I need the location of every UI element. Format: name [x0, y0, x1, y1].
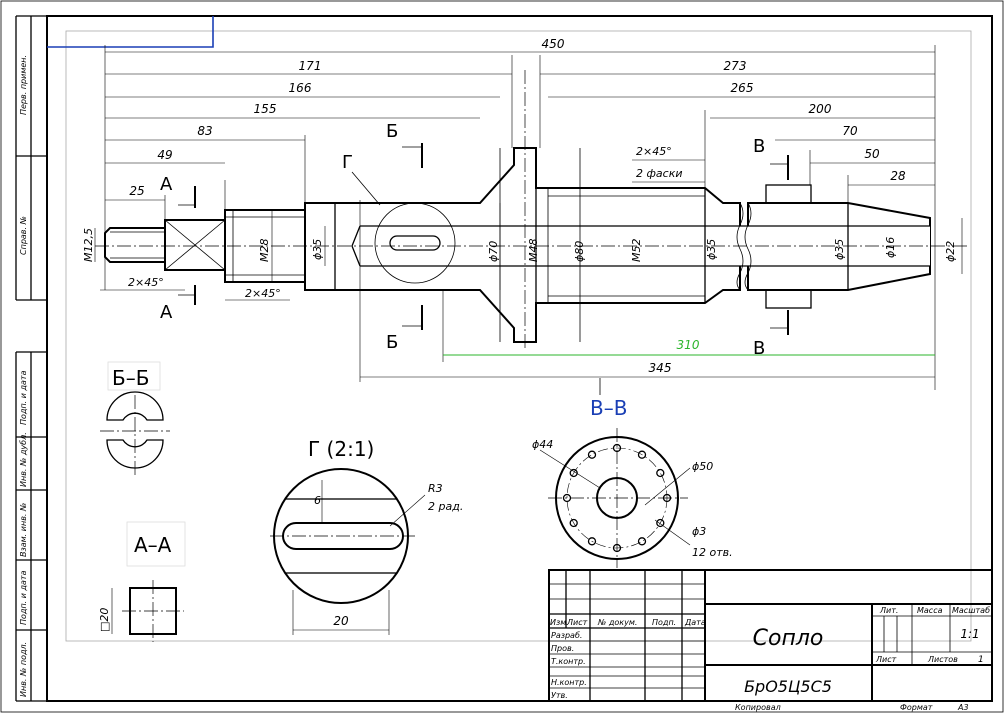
dim-phi35a: ϕ35	[311, 239, 324, 260]
detail-g-title: Г (2:1)	[308, 437, 374, 461]
dim-49: 49	[157, 148, 172, 162]
side-label-podp2: Подп. и дата	[19, 570, 28, 625]
section-aa-title: А–А	[134, 533, 172, 557]
dim-phi16: ϕ16	[884, 237, 897, 258]
mass-label: Масса	[917, 606, 943, 615]
title-block: Изм. Лист № докум. Подп. Дата Разраб. Пр…	[548, 569, 993, 712]
dim-50: 50	[864, 147, 880, 161]
format-value: А3	[957, 703, 969, 712]
chamfer-left: 2×45°	[128, 276, 164, 289]
row-razrab: Разраб.	[551, 631, 582, 640]
mark-v-top: В	[753, 136, 765, 157]
mark-b-top: Б	[386, 121, 398, 142]
dim-phi35c: ϕ35	[833, 239, 846, 260]
chamfer-right-count: 2 фаски	[636, 167, 682, 180]
mark-b-bottom: Б	[386, 332, 398, 353]
part-name: Сопло	[753, 626, 824, 651]
dimensions: 450 171 273 166 265 155 200 83 70 49 50 …	[82, 37, 963, 390]
side-label-vzam: Взам. инв. №	[19, 503, 28, 557]
row-tkontr: Т.контр.	[551, 657, 586, 666]
row-utv: Утв.	[551, 691, 568, 700]
dim-m28: M28	[258, 239, 271, 263]
side-label-inv-podl: Инв. № подл.	[19, 642, 28, 697]
dim-171: 171	[299, 59, 322, 73]
section-vv: В–В ϕ44 ϕ50 ϕ3 12 отв.	[532, 378, 733, 568]
mark-v-bottom: В	[753, 338, 765, 359]
dim-310: 310	[677, 338, 700, 352]
col-date: Дата	[684, 618, 706, 627]
lit-label: Лит.	[879, 606, 898, 615]
row-prov: Пров.	[551, 644, 574, 653]
section-bb: Б–Б	[100, 361, 170, 475]
dim-83: 83	[197, 124, 212, 138]
dim-phi80: ϕ80	[573, 241, 586, 262]
side-label-inv-dubl: Инв. № дубл.	[19, 432, 28, 487]
scale-label: Масштаб	[952, 606, 990, 615]
section-vv-title: В–В	[590, 396, 627, 420]
mark-g: Г	[342, 152, 353, 173]
col-izm: Изм.	[550, 618, 569, 627]
detail-g-six: 6	[314, 494, 321, 507]
detail-g: Г (2:1) 6 R3 2 рад. 20	[270, 437, 463, 635]
col-list: Лист	[566, 618, 588, 627]
dim-m125: M12,5	[82, 228, 95, 262]
dim-265: 265	[731, 81, 754, 95]
main-shaft-view	[95, 70, 970, 350]
dim-phi35b: ϕ35	[705, 239, 718, 260]
side-label-sprav: Справ. №	[19, 216, 28, 255]
dim-m52: M52	[630, 239, 643, 263]
dim-70: 70	[842, 124, 858, 138]
dim-phi70: ϕ70	[487, 241, 500, 262]
dim-273: 273	[724, 59, 747, 73]
dim-28: 28	[890, 169, 906, 183]
sheets-label: Листов	[927, 655, 958, 664]
row-nkontr: Н.контр.	[551, 678, 587, 687]
col-podp: Подп.	[652, 618, 676, 627]
vv-d50: ϕ50	[692, 460, 713, 473]
chamfer-mid: 2×45°	[245, 287, 281, 300]
format-label: Формат	[900, 703, 933, 712]
detail-g-20: 20	[333, 614, 349, 628]
part-material: БрО5Ц5С5	[744, 677, 832, 696]
scale-value: 1:1	[960, 627, 979, 641]
copied-label: Копировал	[735, 703, 781, 712]
side-label-podp1: Подп. и дата	[19, 370, 28, 425]
detail-g-r3: R3	[428, 482, 443, 495]
col-doc: № докум.	[597, 618, 637, 627]
dim-345: 345	[649, 361, 672, 375]
side-labels: Перв. примен. Справ. № Подп. и дата Инв.…	[19, 55, 28, 697]
chamfer-right: 2×45°	[636, 145, 672, 158]
vv-holes	[562, 443, 672, 553]
sheet-label: Лист	[875, 655, 897, 664]
sheets-value: 1	[978, 655, 984, 665]
mark-a-bottom: А	[160, 302, 173, 323]
section-marks: А А Б Б В В Г	[160, 121, 789, 359]
section-aa: А–А □20	[98, 521, 186, 642]
mark-a-top: А	[160, 174, 173, 195]
section-bb-title: Б–Б	[112, 366, 149, 390]
vv-d3: ϕ3	[692, 525, 706, 538]
dim-166: 166	[289, 81, 312, 95]
side-label-perv: Перв. примен.	[19, 55, 28, 115]
dim-200: 200	[809, 102, 832, 116]
dim-m48: M48	[527, 239, 540, 263]
vv-12-holes: 12 отв.	[692, 546, 733, 559]
dim-25: 25	[129, 184, 144, 198]
detail-g-2rad: 2 рад.	[428, 500, 463, 513]
section-aa-size: □20	[98, 608, 111, 632]
vv-d44: ϕ44	[532, 438, 553, 451]
dim-450: 450	[542, 37, 565, 51]
dim-phi22: ϕ22	[944, 241, 957, 262]
dim-155: 155	[254, 102, 277, 116]
